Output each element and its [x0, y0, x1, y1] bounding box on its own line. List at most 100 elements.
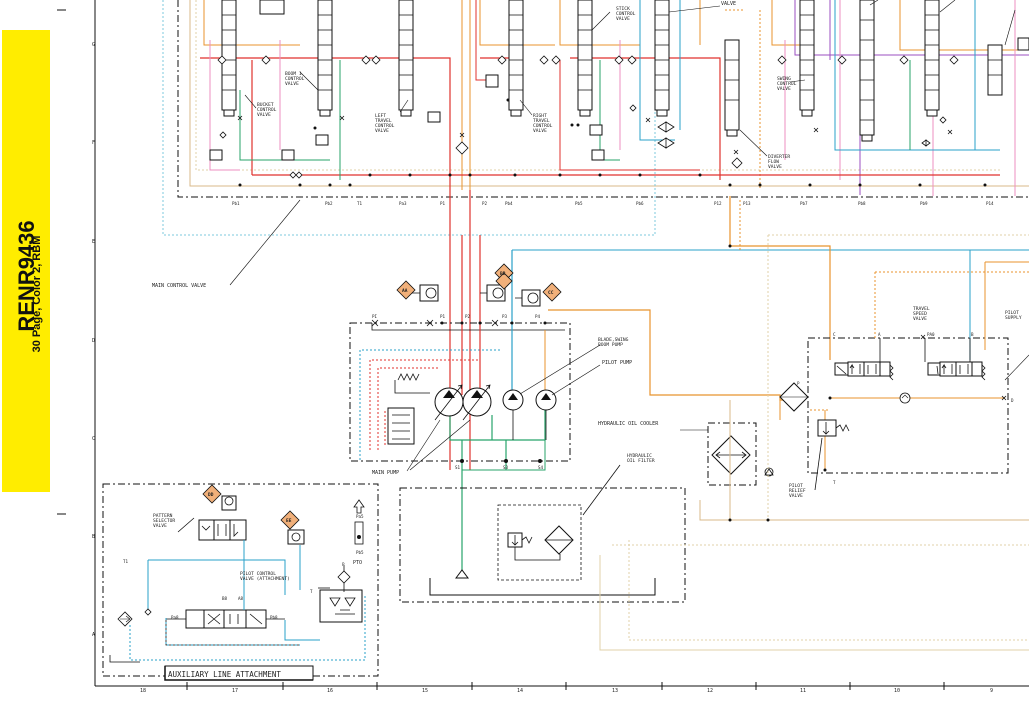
- grid-row-f: F: [92, 140, 95, 146]
- label-pattern-sel-l1: PATTERN: [153, 513, 173, 519]
- label-hydraulic-oil-cooler: HYDRAULIC OIL COOLER: [598, 421, 659, 427]
- port-pump-p4: P4: [535, 314, 541, 319]
- grid-col-9: 9: [990, 688, 993, 694]
- label-pilot-relief-valve: PILOT RELIEF VALVE: [789, 483, 808, 499]
- label-pcv-attach-l1: PILOT CONTROL: [240, 571, 276, 577]
- port-pa3: Pa3: [399, 201, 407, 206]
- label-left-travel-l3: CONTROL: [375, 123, 395, 129]
- port-pump-p3: P3: [502, 314, 508, 319]
- label-hydraulic-oil-filter-l2: OIL FILTER: [627, 458, 655, 464]
- port-a: A: [878, 332, 881, 337]
- auxiliary-block: [102, 483, 379, 681]
- port-s1: S1: [455, 465, 461, 470]
- port-d: D: [1011, 398, 1014, 403]
- label-boom1-cv-l1: BOOM 1: [285, 71, 302, 77]
- port-s3: S3: [503, 465, 509, 470]
- label-valve-top: VALVE: [721, 1, 736, 7]
- port-pa0: PA0: [927, 332, 935, 337]
- label-travel-speed-l3: VALVE: [913, 316, 927, 322]
- label-boom1-cv-l3: VALVE: [285, 81, 299, 87]
- label-bucket-cv-l1: BUCKET: [257, 102, 274, 108]
- grid-col-18: 18: [140, 688, 146, 694]
- label-travel-speed-valve: TRAVEL SPEED VALVE: [913, 306, 932, 322]
- port-t: T: [833, 480, 836, 485]
- grid-row-c: C: [92, 436, 95, 442]
- label-pilot-supply-l2: SUPPLY: [1005, 315, 1022, 321]
- label-boom1-control-valve: BOOM 1 CONTROL VALVE: [285, 71, 307, 87]
- filter-block: [399, 196, 1029, 651]
- label-stick-cv-l2: CONTROL: [616, 11, 636, 17]
- grid-row-a: A: [92, 632, 95, 638]
- port-pb8: Pb8: [858, 201, 866, 206]
- left-margin-marks: [57, 0, 96, 686]
- label-diverter-l3: VALVE: [768, 164, 782, 170]
- grid-row-d: D: [92, 338, 95, 344]
- tag-aa: AA: [402, 288, 408, 294]
- main-control-valve-block: [162, 0, 1029, 470]
- grid-row-b: B: [92, 534, 95, 540]
- port-pa8: Pa8: [171, 615, 179, 620]
- grid-col-10: 10: [894, 688, 900, 694]
- label-bucket-control-valve: BUCKET CONTROL VALVE: [257, 102, 279, 118]
- port-c: C: [833, 332, 836, 337]
- label-pilot-supply: PILOT SUPPLY: [1005, 310, 1022, 321]
- label-main-pump: MAIN PUMP: [372, 470, 399, 476]
- label-right-travel-l2: TRAVEL: [533, 118, 550, 124]
- port-pump-pi: PI: [372, 314, 378, 319]
- port-pb5-aux: Pb5: [356, 550, 364, 555]
- label-diverter-l1: DIVERTER: [768, 154, 790, 160]
- label-left-travel-l2: TRAVEL: [375, 118, 392, 124]
- document-id-tab: RENR9436 30 Page, Color 2, RBM: [2, 30, 50, 492]
- port-p14: P14: [986, 201, 994, 206]
- label-right-travel-control-valve: RIGHT TRAVEL CONTROL VALVE: [533, 113, 555, 134]
- label-right-travel-l3: CONTROL: [533, 123, 553, 129]
- label-stick-control-valve: STICK CONTROL VALVE: [616, 6, 638, 22]
- port-t1: T1: [357, 201, 363, 206]
- label-travel-speed-l1: TRAVEL: [913, 306, 930, 312]
- port-pb9: Pb9: [920, 201, 928, 206]
- label-pattern-sel-l2: SELECTOR: [153, 518, 175, 524]
- label-travel-speed-l2: SPEED: [913, 311, 927, 317]
- label-left-travel-l4: VALVE: [375, 128, 389, 134]
- port-b: B: [971, 332, 974, 337]
- label-bucket-cv-l3: VALVE: [257, 112, 271, 118]
- port-aux-t1: T1: [123, 559, 129, 564]
- label-stick-cv-l3: VALVE: [616, 16, 630, 22]
- label-swing-cv-l2: CONTROL: [777, 81, 797, 87]
- port-p: P: [797, 381, 800, 386]
- port-p12: P12: [714, 201, 722, 206]
- grid-row-e: E: [92, 239, 95, 245]
- grid-row-g: G: [92, 42, 95, 48]
- label-hydraulic-oil-filter-l1: HYDRAULIC: [627, 453, 652, 459]
- port-aux-t: T: [310, 589, 313, 594]
- label-boom1-cv-l2: CONTROL: [285, 76, 305, 82]
- port-pb7: Pb7: [800, 201, 808, 206]
- label-right-travel-l4: VALVE: [533, 128, 547, 134]
- grid-col-16: 16: [327, 688, 333, 694]
- tag-cc: CC: [548, 290, 554, 296]
- label-pilot-relief-l1: PILOT: [789, 483, 803, 489]
- label-hydraulic-oil-filter: HYDRAULIC OIL FILTER: [627, 453, 655, 464]
- label-right-travel-l1: RIGHT: [533, 113, 547, 119]
- port-b8: B8: [222, 596, 228, 601]
- port-pb1: Pb1: [232, 201, 240, 206]
- label-pilot-relief-l3: VALVE: [789, 493, 803, 499]
- port-aux-p: P: [342, 562, 345, 567]
- label-diverter-l2: FLOW: [768, 159, 779, 165]
- label-pto: PTO: [353, 560, 362, 566]
- label-swing-control-valve: SWING CONTROL VALVE: [777, 76, 799, 92]
- label-pilot-pump: PILOT PUMP: [602, 360, 632, 366]
- label-pilot-relief-l2: RELIEF: [789, 488, 806, 494]
- label-pattern-selector-valve: PATTERN SELECTOR VALVE: [153, 513, 178, 529]
- travel-speed-block: [779, 250, 1029, 491]
- label-left-travel-control-valve: LEFT TRAVEL CONTROL VALVE: [375, 113, 397, 134]
- port-pb6: Pb6: [636, 201, 644, 206]
- port-p1: P1: [440, 201, 446, 206]
- label-pcv-attach-l2: VALVE (ATTACHMENT): [240, 576, 290, 582]
- label-pilot-control-valve-attachment: PILOT CONTROL VALVE (ATTACHMENT): [240, 571, 290, 582]
- port-pb8-aux: Pb8: [270, 615, 278, 620]
- port-pa5: Pa5: [356, 514, 364, 519]
- label-swing-cv-l1: SWING: [777, 76, 791, 82]
- port-s4: S4: [538, 465, 544, 470]
